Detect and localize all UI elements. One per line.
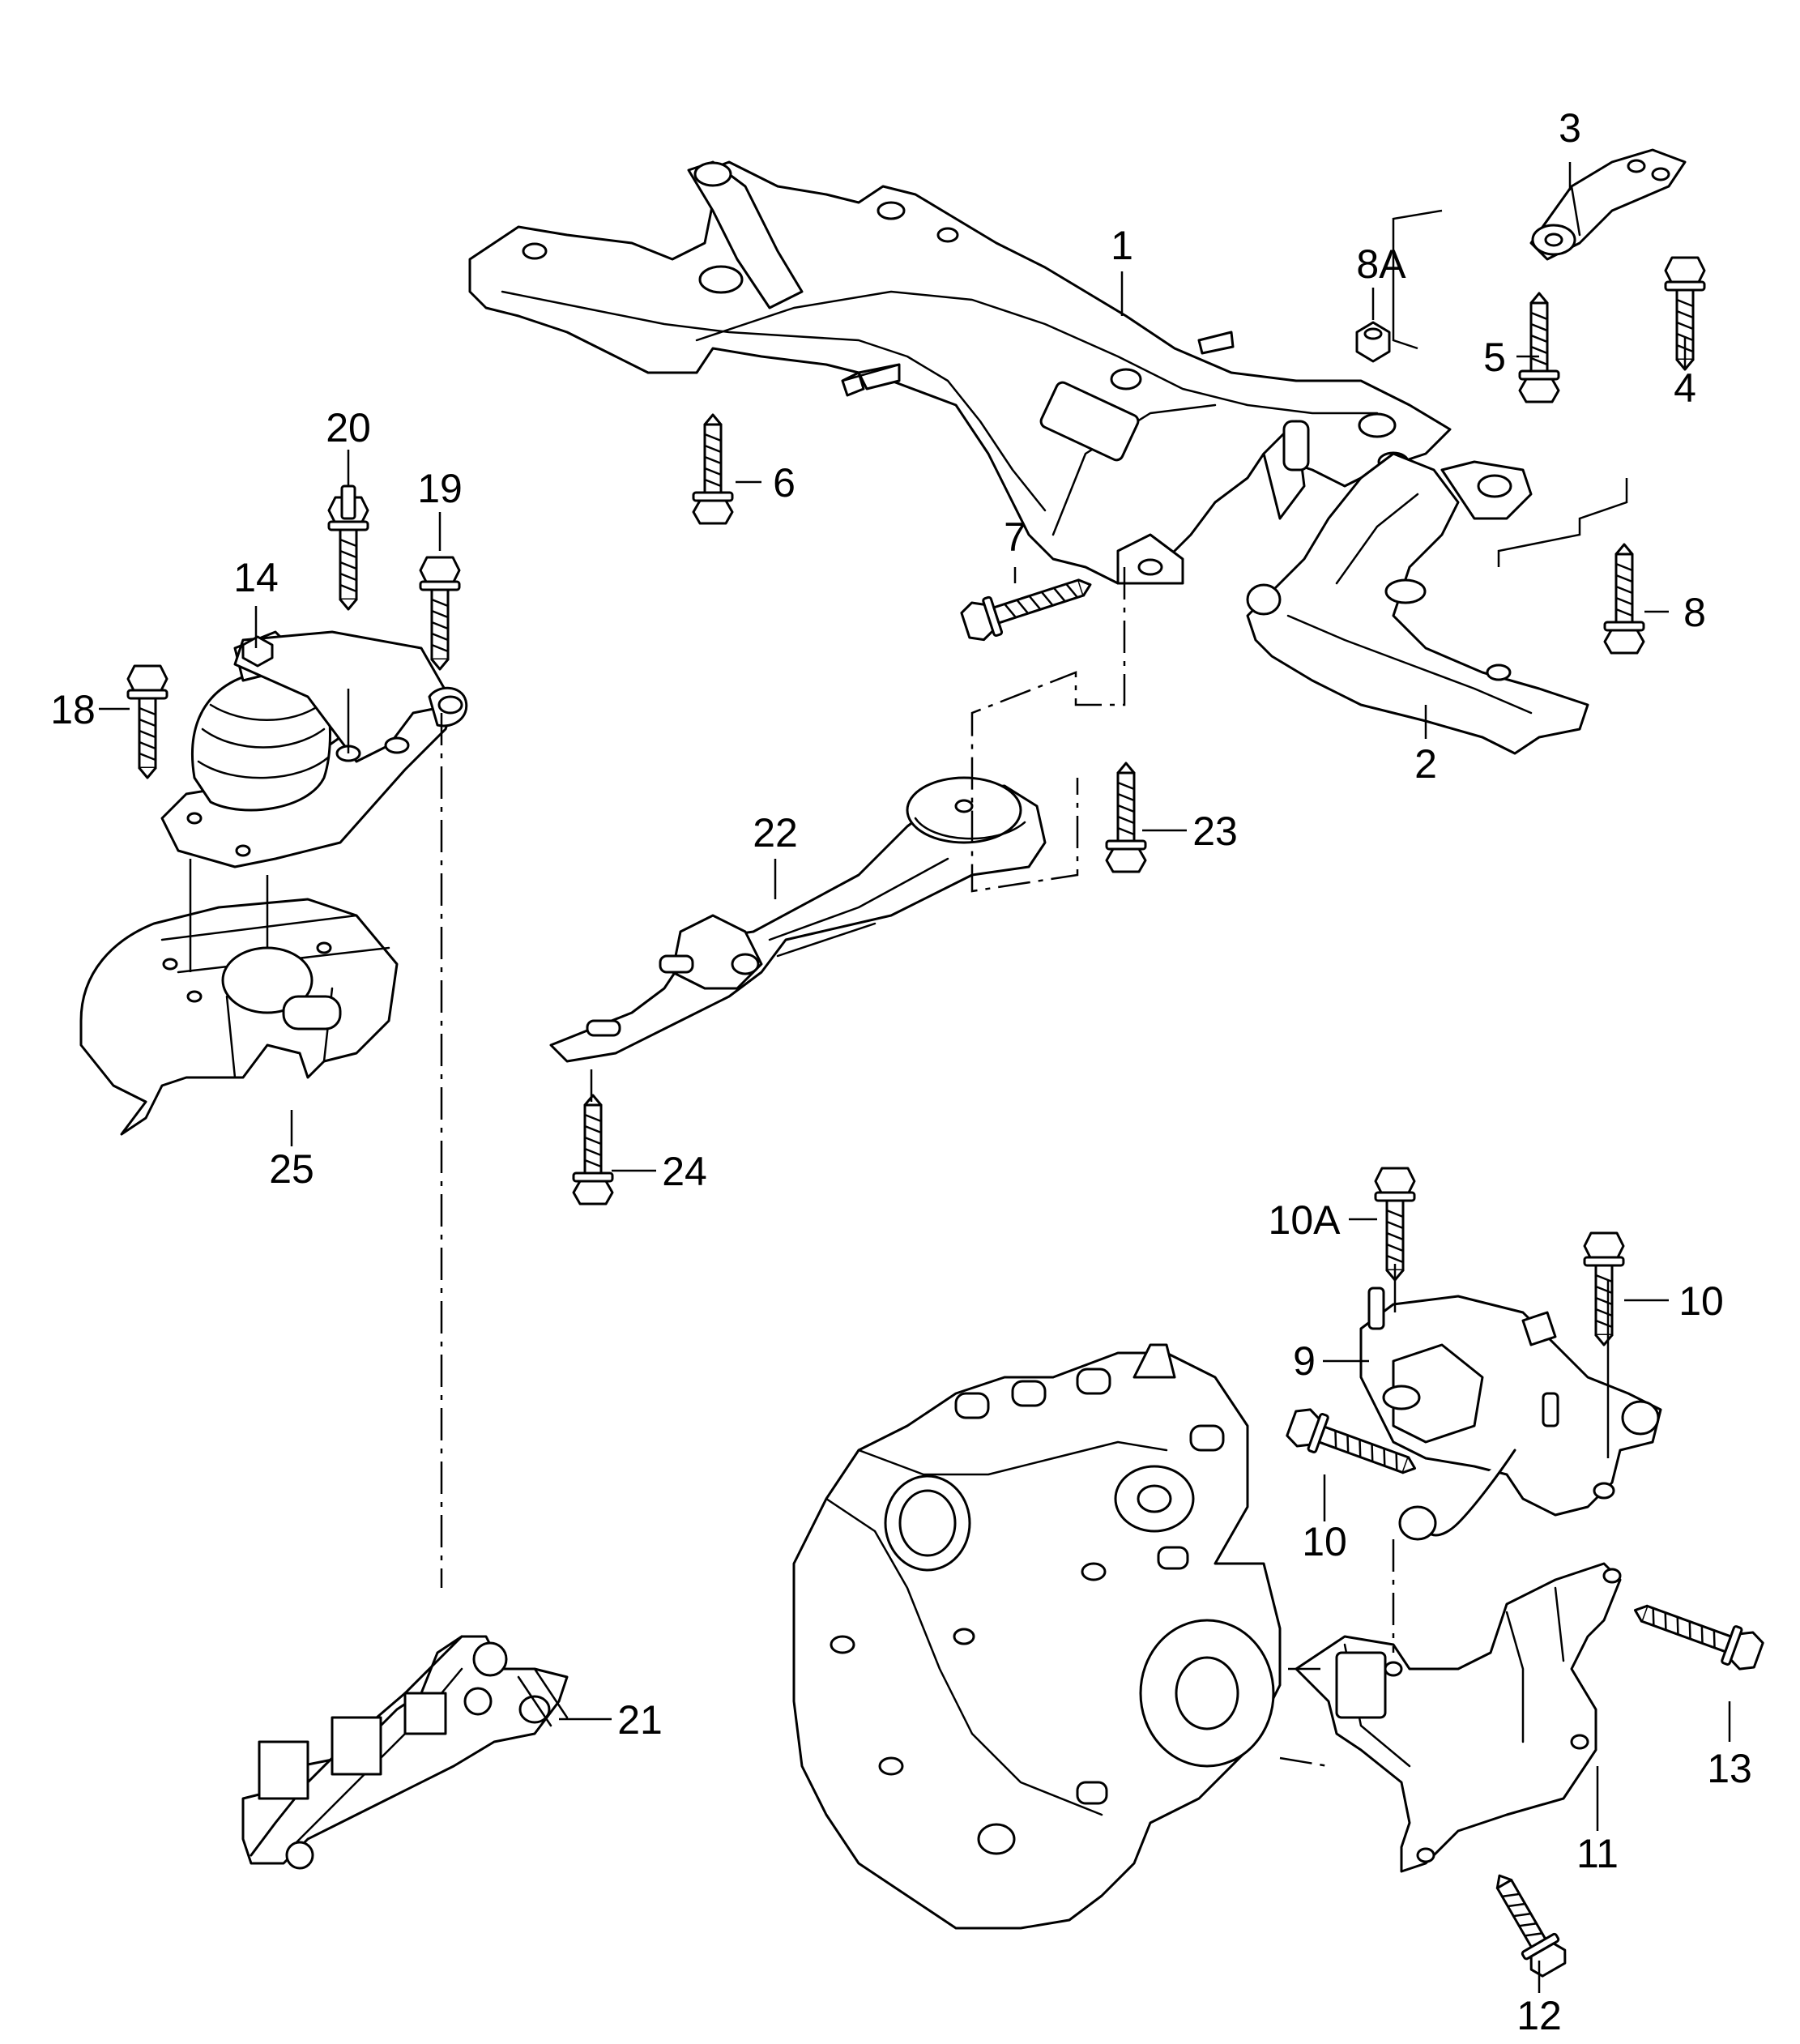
- bolt-part-23: [1105, 762, 1147, 873]
- bolt-part-12: [1481, 1864, 1572, 1981]
- callout-11: 11: [1576, 1831, 1619, 1876]
- bolt-part-6: [692, 413, 734, 525]
- callout-leaders: [99, 162, 1731, 1993]
- bolt-part-13: [1627, 1590, 1767, 1675]
- bracket-part-11: [1295, 1562, 1622, 1873]
- callout-18: 18: [50, 687, 96, 732]
- nut-part-8a: [1355, 321, 1391, 363]
- callout-10-left: 10: [1302, 1519, 1347, 1564]
- callout-22: 22: [753, 810, 798, 856]
- callout-2: 2: [1414, 741, 1437, 787]
- bolt-part-10a: [1374, 1167, 1416, 1282]
- callout-13: 13: [1707, 1746, 1752, 1791]
- torque-rod-part-22: [549, 776, 1047, 1063]
- callout-8: 8: [1683, 590, 1706, 635]
- callout-14: 14: [233, 555, 279, 600]
- callout-8a: 8A: [1356, 241, 1406, 287]
- bracket-part-21: [241, 1635, 569, 1870]
- callout-labels: 1 2 3 4 5 6 7 8 8A 9 10 10 10A 11 12 13 …: [50, 105, 1752, 2038]
- bolt-part-5: [1518, 292, 1560, 403]
- callout-25: 25: [269, 1146, 314, 1192]
- callout-1: 1: [1111, 223, 1133, 268]
- callout-7: 7: [1004, 514, 1026, 560]
- callout-20: 20: [326, 405, 371, 450]
- callout-4: 4: [1674, 365, 1696, 411]
- callout-12: 12: [1516, 1993, 1562, 2038]
- bolt-part-24: [572, 1094, 614, 1205]
- callout-21: 21: [617, 1697, 663, 1743]
- callout-23: 23: [1192, 809, 1238, 854]
- callout-10a: 10A: [1269, 1197, 1341, 1243]
- assembly-lines: [189, 209, 1628, 1768]
- control-arm-part-2: [1246, 452, 1589, 755]
- stud-part-20-shank: [340, 484, 356, 520]
- callout-6: 6: [773, 460, 795, 506]
- mount-bracket-part-3: [1529, 148, 1687, 261]
- bracket-part-25: [79, 898, 399, 1136]
- bolt-part-10-right: [1583, 1231, 1625, 1346]
- callout-3: 3: [1559, 105, 1581, 151]
- callout-5: 5: [1483, 335, 1506, 380]
- subframe-part-1: [468, 160, 1452, 585]
- callout-24: 24: [662, 1149, 707, 1194]
- bolt-part-8: [1603, 543, 1645, 655]
- callout-10-right: 10: [1678, 1278, 1724, 1324]
- transmission-mount-part-9: [1359, 1287, 1662, 1541]
- bolt-part-18: [126, 664, 168, 779]
- bolt-part-7: [958, 565, 1098, 646]
- bolt-part-19: [419, 556, 461, 671]
- transmission-housing: [792, 1343, 1282, 1930]
- engine-mount-part-14: [160, 630, 468, 868]
- callout-19: 19: [417, 466, 463, 511]
- callout-9: 9: [1293, 1338, 1316, 1384]
